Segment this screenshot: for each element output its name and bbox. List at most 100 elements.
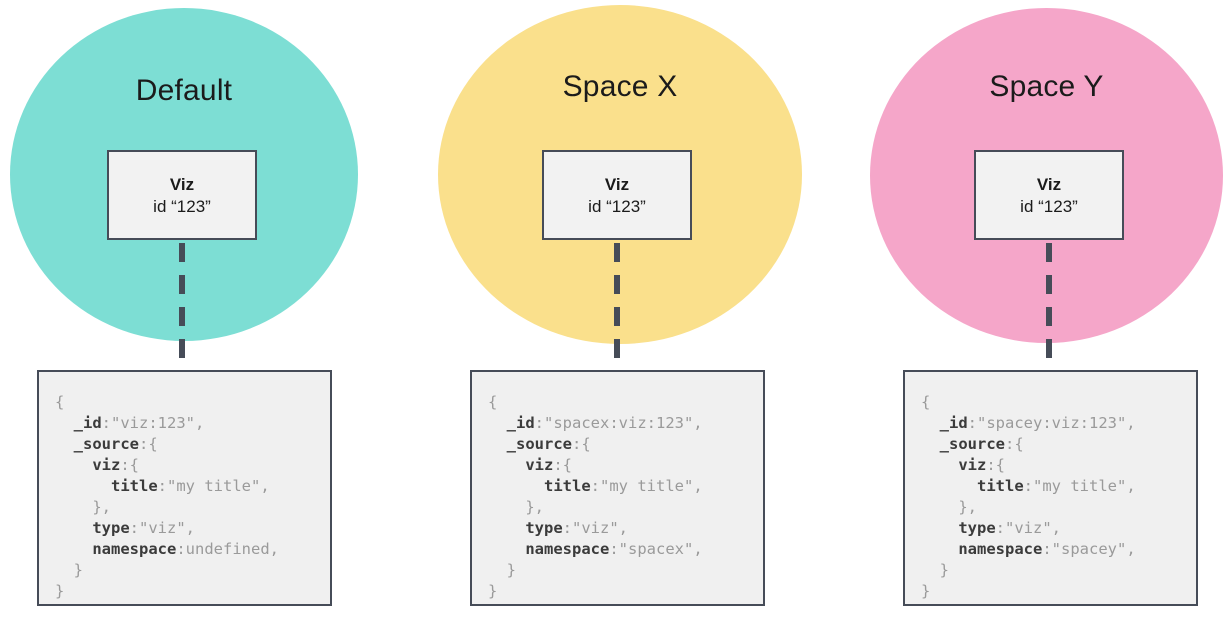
code-line: } bbox=[55, 581, 330, 602]
code-key: type bbox=[958, 519, 996, 537]
code-text: { bbox=[55, 393, 65, 411]
code-text: :{ bbox=[572, 435, 591, 453]
code-line: viz:{ bbox=[488, 455, 763, 476]
connector-dashed-line bbox=[614, 243, 620, 372]
space-title: Space Y bbox=[989, 70, 1104, 103]
code-text bbox=[488, 477, 544, 495]
code-line: title:"my title", bbox=[921, 476, 1196, 497]
code-line: type:"viz", bbox=[488, 518, 763, 539]
code-text bbox=[921, 477, 977, 495]
code-key: viz bbox=[958, 456, 987, 474]
document-code-box: { _id:"viz:123", _source:{ viz:{ title:"… bbox=[37, 370, 332, 606]
code-text: :"spacey:viz:123", bbox=[967, 414, 1136, 432]
code-text bbox=[55, 435, 74, 453]
code-line: { bbox=[921, 392, 1196, 413]
viz-box-id: id “123” bbox=[1020, 196, 1078, 216]
code-text: :{ bbox=[986, 456, 1005, 474]
code-text: } bbox=[488, 561, 516, 579]
code-text: :"viz:123", bbox=[101, 414, 205, 432]
code-key: _id bbox=[506, 414, 535, 432]
code-text: :{ bbox=[1005, 435, 1024, 453]
code-line: _id:"spacex:viz:123", bbox=[488, 413, 763, 434]
code-text: :"my title", bbox=[157, 477, 270, 495]
code-line: namespace:"spacex", bbox=[488, 539, 763, 560]
code-line: namespace:"spacey", bbox=[921, 539, 1196, 560]
viz-box-title: Viz bbox=[604, 174, 630, 194]
document-code-box: { _id:"spacex:viz:123", _source:{ viz:{ … bbox=[470, 370, 765, 606]
code-line: } bbox=[55, 560, 330, 581]
viz-box-title: Viz bbox=[1036, 174, 1062, 194]
viz-box-title: Viz bbox=[169, 174, 195, 194]
code-text: :"spacey", bbox=[1042, 540, 1136, 558]
code-key: namespace bbox=[92, 540, 177, 558]
code-text: :"my title", bbox=[590, 477, 703, 495]
code-text: :"viz", bbox=[995, 519, 1061, 537]
viz-box: Viz id “123” bbox=[107, 150, 257, 240]
document-code-box: { _id:"spacey:viz:123", _source:{ viz:{ … bbox=[903, 370, 1198, 606]
code-text: } bbox=[55, 582, 65, 600]
code-line: title:"my title", bbox=[488, 476, 763, 497]
code-text: :{ bbox=[120, 456, 139, 474]
code-key: _source bbox=[73, 435, 139, 453]
code-text bbox=[488, 414, 507, 432]
code-line: { bbox=[55, 392, 330, 413]
code-text bbox=[55, 540, 92, 558]
code-text: :"spacex:viz:123", bbox=[534, 414, 703, 432]
code-text bbox=[55, 456, 92, 474]
viz-box: Viz id “123” bbox=[542, 150, 692, 240]
code-line: } bbox=[488, 581, 763, 602]
code-text: } bbox=[488, 582, 498, 600]
code-line: } bbox=[488, 560, 763, 581]
code-text: :"my title", bbox=[1023, 477, 1136, 495]
code-key: title bbox=[977, 477, 1024, 495]
code-text bbox=[488, 540, 525, 558]
connector-dashed-line bbox=[179, 243, 185, 372]
code-text bbox=[488, 456, 525, 474]
viz-box-id: id “123” bbox=[153, 196, 211, 216]
code-line: type:"viz", bbox=[921, 518, 1196, 539]
code-line: } bbox=[921, 581, 1196, 602]
code-key: _id bbox=[939, 414, 968, 432]
code-text: }, bbox=[921, 498, 977, 516]
code-key: viz bbox=[92, 456, 121, 474]
viz-box: Viz id “123” bbox=[974, 150, 1124, 240]
code-key: _source bbox=[939, 435, 1005, 453]
code-text: { bbox=[921, 393, 931, 411]
code-text: :{ bbox=[553, 456, 572, 474]
code-text: :"spacex", bbox=[609, 540, 703, 558]
code-line: _source:{ bbox=[921, 434, 1196, 455]
code-line: } bbox=[921, 560, 1196, 581]
code-key: type bbox=[92, 519, 130, 537]
code-line: { bbox=[488, 392, 763, 413]
code-text: :"viz", bbox=[129, 519, 195, 537]
code-key: viz bbox=[525, 456, 554, 474]
code-line: _id:"spacey:viz:123", bbox=[921, 413, 1196, 434]
code-line: viz:{ bbox=[55, 455, 330, 476]
connector-dashed-line bbox=[1046, 243, 1052, 372]
code-key: _id bbox=[73, 414, 102, 432]
viz-box-id: id “123” bbox=[588, 196, 646, 216]
code-text: } bbox=[55, 561, 83, 579]
code-text: }, bbox=[55, 498, 111, 516]
code-line: viz:{ bbox=[921, 455, 1196, 476]
space-title: Space X bbox=[562, 70, 678, 103]
code-key: title bbox=[111, 477, 158, 495]
code-text bbox=[921, 414, 940, 432]
code-key: _source bbox=[506, 435, 572, 453]
code-text: }, bbox=[488, 498, 544, 516]
code-line: _source:{ bbox=[488, 434, 763, 455]
code-text bbox=[55, 519, 92, 537]
code-line: }, bbox=[921, 497, 1196, 518]
code-text bbox=[921, 456, 958, 474]
code-key: namespace bbox=[958, 540, 1043, 558]
code-text bbox=[921, 540, 958, 558]
code-line: }, bbox=[488, 497, 763, 518]
code-line: }, bbox=[55, 497, 330, 518]
code-key: title bbox=[544, 477, 591, 495]
code-text: } bbox=[921, 582, 931, 600]
code-text bbox=[921, 519, 958, 537]
code-key: type bbox=[525, 519, 563, 537]
code-text bbox=[55, 477, 111, 495]
code-text bbox=[488, 519, 525, 537]
